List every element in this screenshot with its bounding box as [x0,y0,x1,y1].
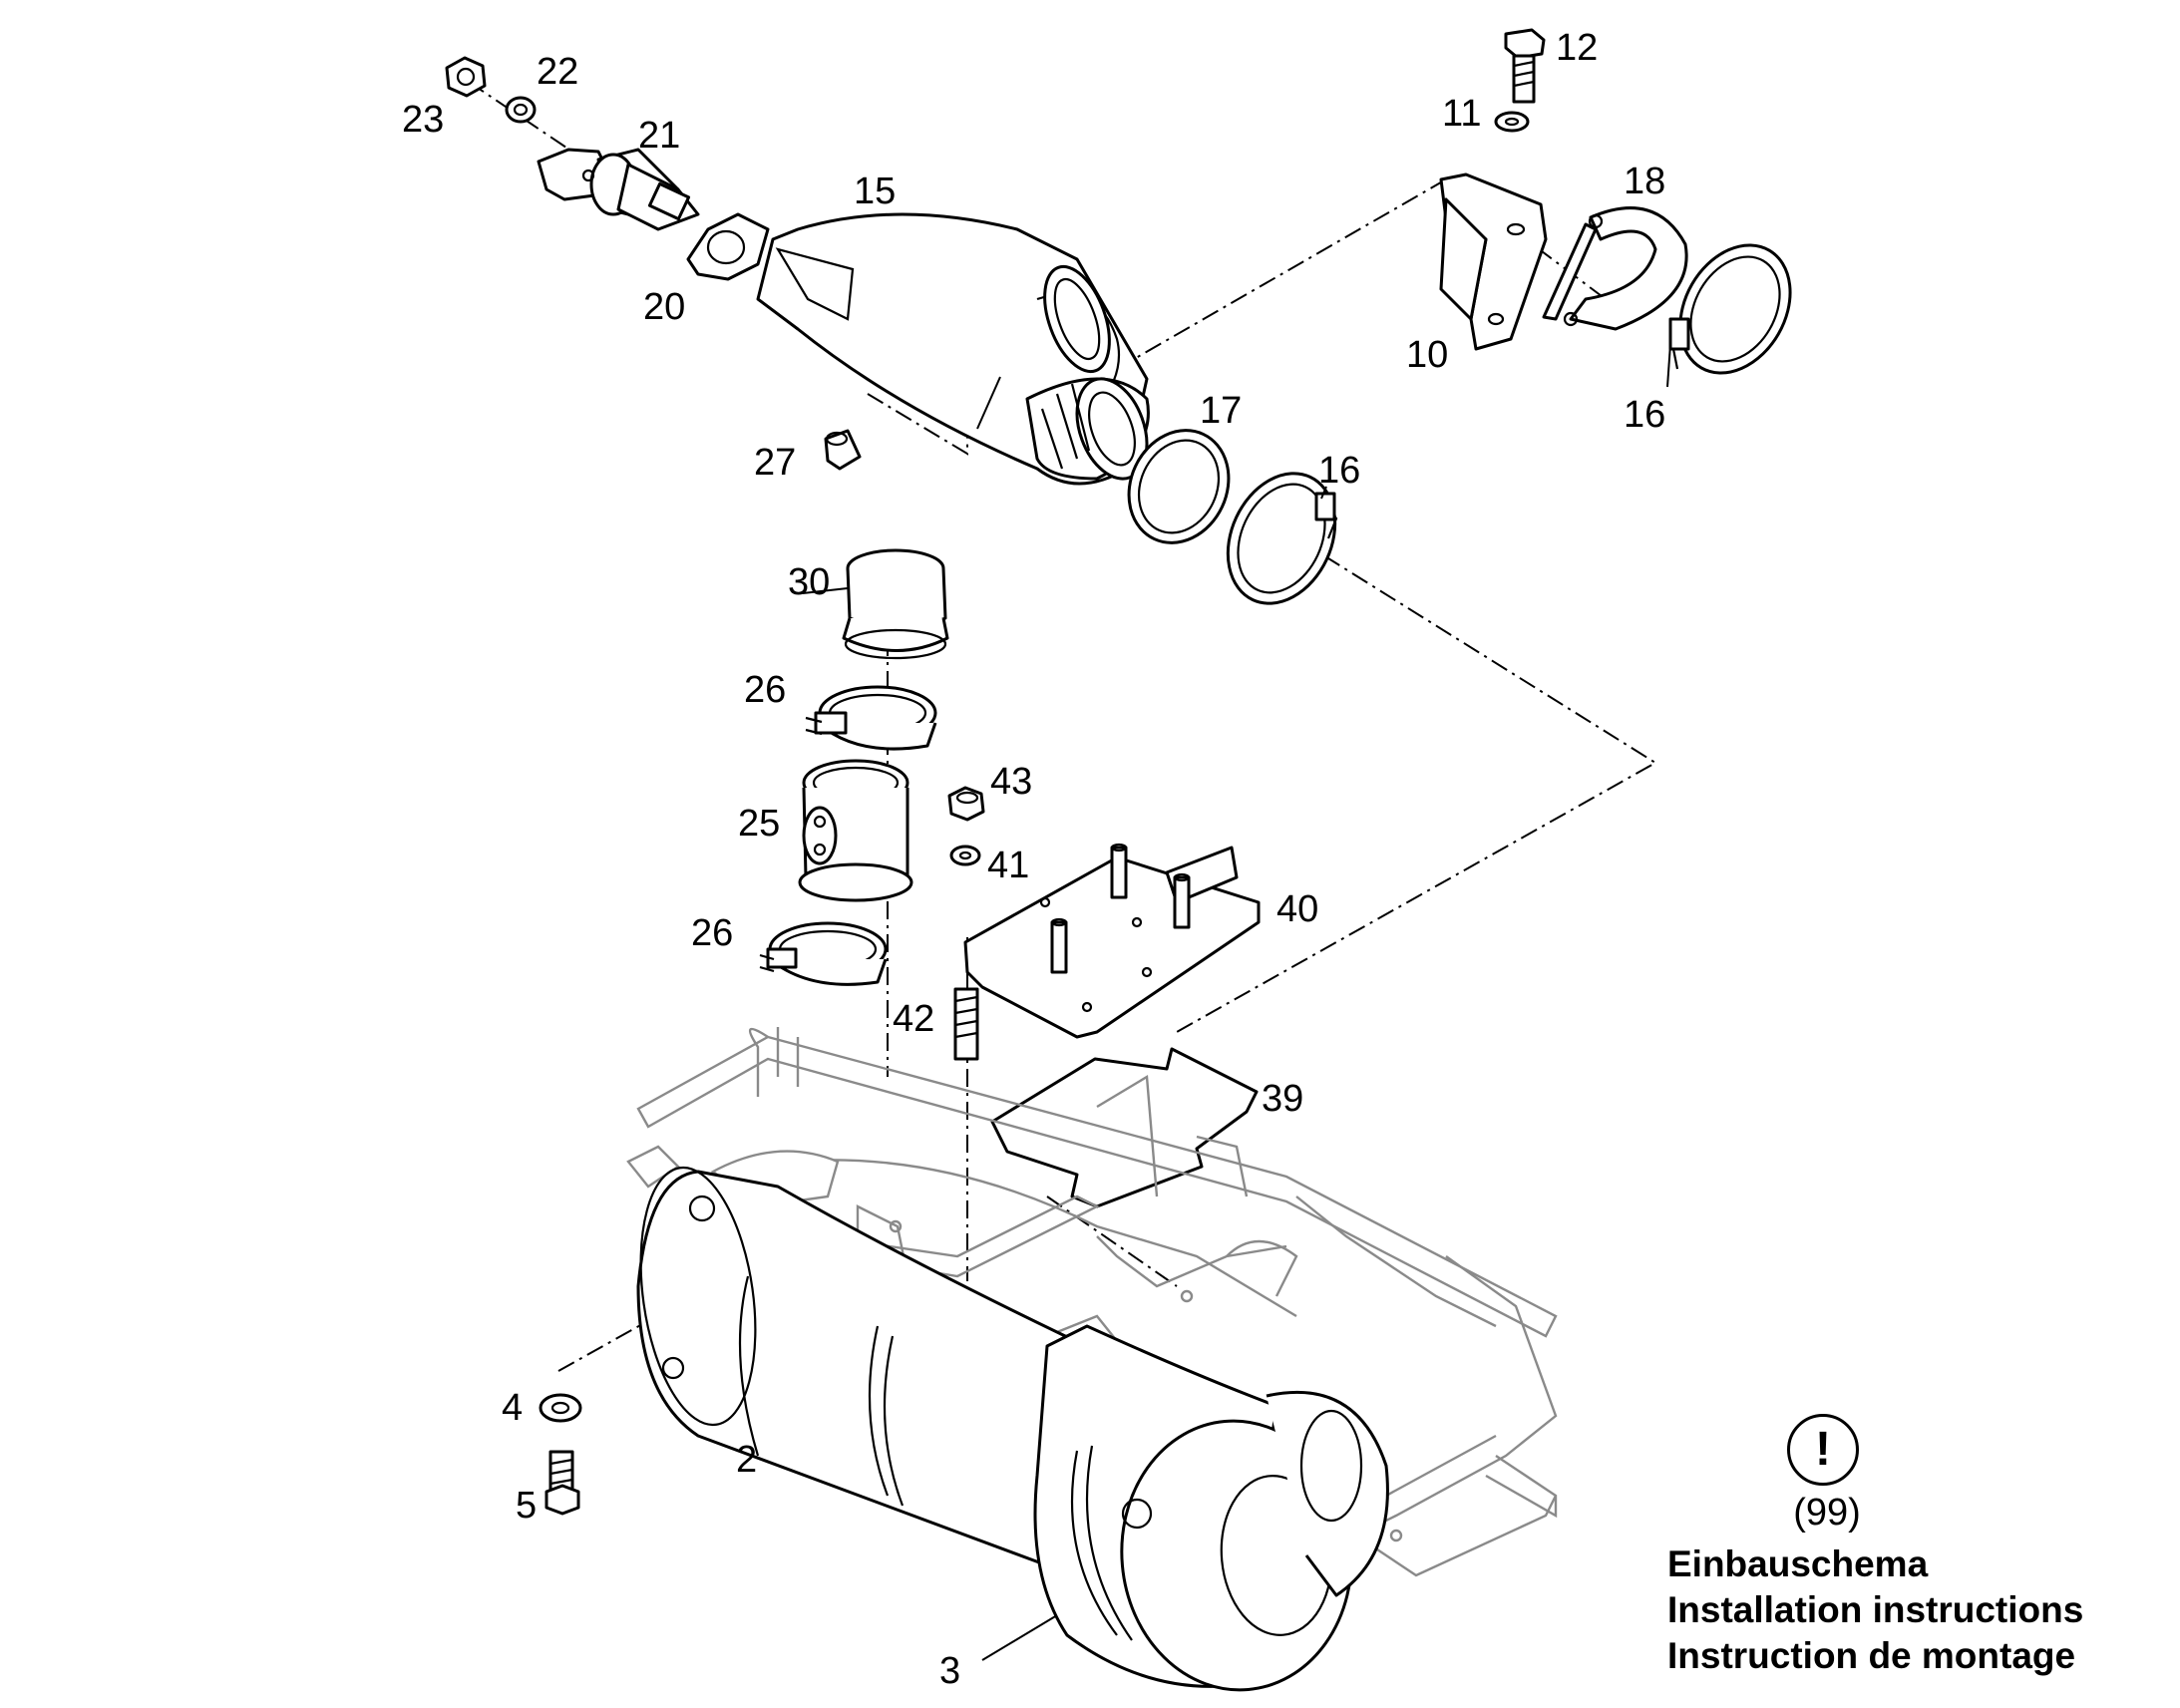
part-26-clamp-lower [759,921,888,986]
callout-22: 22 [537,51,578,93]
frame-assembly [626,1027,1558,1577]
callout-labels: 23 22 21 20 15 27 17 16 12 11 18 10 16 3… [402,27,1665,1692]
part-40-plate [963,843,1261,1039]
callout-10: 10 [1406,334,1448,376]
part-26-clamp-upper [805,685,937,751]
legend-line-fr: Instruction de montage [1667,1635,2076,1676]
callout-23: 23 [402,99,444,141]
callout-16-upper: 16 [1624,394,1665,436]
part-27-plug [824,429,862,471]
part-3-tank [1033,1324,1389,1692]
legend-code: (99) [1793,1492,1861,1534]
callout-30: 30 [788,561,830,603]
part-16-clamp-lower [1226,472,1338,605]
callout-2: 2 [736,1439,757,1481]
part-17-ring [1127,429,1231,544]
callout-42: 42 [893,998,934,1040]
part-12-bolt [1504,28,1546,104]
callout-4: 4 [502,1387,523,1429]
callout-26-upper: 26 [744,669,786,711]
callout-12: 12 [1556,27,1598,69]
callout-27: 27 [754,442,796,484]
callout-26-lower: 26 [691,912,733,954]
part-42-stud [953,987,979,1061]
leader-lines [802,343,1671,1661]
exclamation-icon: ! [1787,1414,1859,1486]
part-16-clamp-upper [1668,243,1792,375]
callout-39: 39 [1262,1078,1303,1120]
callout-16-lower: 16 [1318,450,1360,492]
part-21-sensor [537,148,700,231]
part-18-strap [1542,206,1688,331]
legend-text: Einbauschema Installation instructions I… [1667,1541,2083,1679]
part-20-gasket [686,212,770,281]
part-41-washer [949,845,981,866]
callout-5: 5 [516,1485,537,1527]
callout-43: 43 [990,761,1032,803]
part-22-washer [505,96,537,124]
part-5-bolt [545,1450,580,1516]
part-23-nut [445,56,487,98]
legend-line-en: Installation instructions [1667,1589,2084,1630]
callout-25: 25 [738,803,780,845]
callout-15: 15 [854,171,896,212]
legend-line-de: Einbauschema [1667,1543,1929,1584]
part-10-bracket [1439,172,1548,351]
callout-20: 20 [643,286,685,328]
part-11-washer [1494,111,1530,133]
part-25-pipe-section [798,759,913,902]
part-43-nut [947,786,985,822]
callout-41: 41 [987,845,1029,886]
part-2-tank [636,1166,1109,1567]
part-30-cap [842,548,949,660]
callout-21: 21 [638,115,680,157]
part-15-pipe [756,212,1150,486]
callout-18: 18 [1624,161,1665,202]
callout-11: 11 [1442,93,1481,135]
part-4-washer [539,1393,582,1423]
callout-3: 3 [939,1650,960,1692]
part-39-cover [990,1047,1259,1208]
callout-40: 40 [1276,888,1318,930]
callout-17: 17 [1200,390,1242,432]
